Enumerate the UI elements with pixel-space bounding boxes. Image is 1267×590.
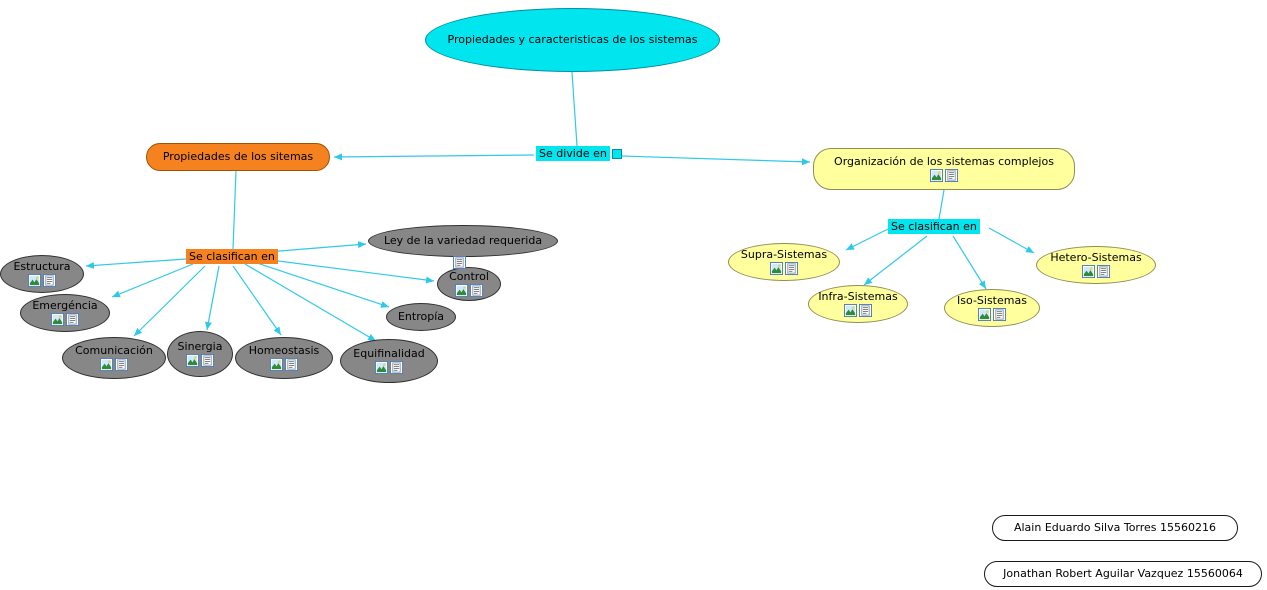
image-icon[interactable] (28, 274, 41, 287)
edge-rlink-iso (952, 235, 987, 290)
concept-label: Sinergia (177, 339, 223, 353)
edge-rlink-supra (845, 228, 889, 251)
resource-icons (930, 169, 958, 182)
concept-label: Hetero-Sistemas (1050, 250, 1142, 264)
image-icon[interactable] (455, 284, 468, 297)
resource-icons (844, 304, 872, 317)
resource-icons (51, 313, 79, 326)
link-divide[interactable]: Se divide en (536, 146, 622, 162)
concept-hetero-sistemas[interactable]: Hetero-Sistemas (1036, 246, 1156, 284)
resource-icons (270, 358, 298, 371)
concept-entropia[interactable]: Entropía (386, 303, 456, 331)
author-label: Jonathan Robert Aguilar Vazquez 15560064 (1003, 566, 1243, 580)
image-icon[interactable] (930, 169, 943, 182)
link-label: Se divide en (536, 146, 610, 162)
image-icon[interactable] (51, 313, 64, 326)
concept-label: Ley de la variedad requerida (383, 233, 543, 247)
edge-divide-left-root (333, 153, 535, 161)
edge-link-homeostasis (232, 265, 282, 336)
edge-left-root-link (232, 170, 237, 250)
document-icon[interactable] (785, 262, 798, 275)
resource-icons (100, 358, 128, 371)
concept-label: Organización de los sistemas complejos (834, 154, 1054, 168)
concept-root[interactable]: Propiedades y caracteristicas de los sis… (425, 8, 720, 72)
author-label: Alain Eduardo Silva Torres 15560216 (1013, 520, 1217, 534)
document-icon[interactable] (470, 284, 483, 297)
concept-label: Infra-Sistemas (818, 289, 898, 303)
concept-sinergia[interactable]: Sinergia (167, 331, 233, 377)
concept-equifinalidad[interactable]: Equifinalidad (340, 339, 438, 383)
image-icon[interactable] (375, 361, 388, 374)
link-left-classify[interactable]: Se clasifican en (186, 249, 278, 265)
link-right-classify[interactable]: Se clasifican en (888, 219, 980, 235)
document-icon[interactable] (285, 358, 298, 371)
concept-emergencia[interactable]: Emergéncia (20, 294, 110, 332)
image-icon[interactable] (1082, 265, 1095, 278)
concept-infra-sistemas[interactable]: Infra-Sistemas (808, 285, 908, 323)
resource-icons (1082, 265, 1110, 278)
edge-link-comunicacion (133, 265, 206, 337)
edge-link-entropia (250, 260, 390, 308)
edge-rlink-infra (863, 235, 928, 286)
document-icon[interactable] (43, 274, 56, 287)
concept-label: Supra-Sistemas (740, 247, 828, 261)
concept-ley-variedad[interactable]: Ley de la variedad requerida (368, 225, 558, 257)
document-icon[interactable] (945, 169, 958, 182)
document-icon[interactable] (390, 361, 403, 374)
document-icon[interactable] (993, 308, 1006, 321)
link-label: Se clasifican en (186, 249, 278, 265)
document-icon[interactable] (66, 313, 79, 326)
resource-icons (455, 284, 483, 297)
edge-rlink-hetero (988, 227, 1035, 254)
concept-label: Emergéncia (32, 298, 98, 312)
edge-right-root-link (938, 189, 945, 220)
edge-link-equifinalidad (244, 263, 377, 342)
concept-label: Estructura (13, 259, 71, 273)
concept-label: Homeostasis (248, 343, 320, 357)
resource-icons (978, 308, 1006, 321)
concept-estructura[interactable]: Estructura (0, 255, 84, 293)
image-icon[interactable] (844, 304, 857, 317)
concept-label: Iso-Sistemas (957, 293, 1027, 307)
link-label: Se clasifican en (888, 219, 980, 235)
concept-propiedades[interactable]: Propiedades de los sitemas (146, 143, 330, 171)
image-icon[interactable] (770, 262, 783, 275)
image-icon[interactable] (978, 308, 991, 321)
document-icon[interactable] (201, 354, 214, 367)
author-box-1[interactable]: Alain Eduardo Silva Torres 15560216 (992, 515, 1238, 541)
concept-iso-sistemas[interactable]: Iso-Sistemas (944, 289, 1040, 327)
document-icon[interactable] (1097, 265, 1110, 278)
edge-link-sinergia (205, 265, 220, 331)
edge-root-divide (571, 71, 578, 147)
concept-homeostasis[interactable]: Homeostasis (235, 337, 333, 379)
edge-link-estructura (85, 258, 187, 269)
concept-label: Propiedades y caracteristicas de los sis… (447, 32, 698, 46)
concept-comunicacion[interactable]: Comunicación (62, 337, 166, 379)
concept-label: Propiedades de los sitemas (162, 149, 314, 163)
concept-label: Entropía (397, 309, 445, 323)
document-icon[interactable] (453, 256, 466, 269)
resource-icons (770, 262, 798, 275)
image-icon[interactable] (186, 354, 199, 367)
edge-divide-right-root (621, 155, 811, 166)
concept-organizacion[interactable]: Organización de los sistemas complejos (813, 148, 1075, 190)
edge-link-control (254, 257, 435, 284)
image-icon[interactable] (100, 358, 113, 371)
document-icon[interactable] (859, 304, 872, 317)
concept-supra-sistemas[interactable]: Supra-Sistemas (728, 243, 840, 281)
document-icon[interactable] (115, 358, 128, 371)
resource-icons (375, 361, 403, 374)
resource-icons (28, 274, 56, 287)
resource-icons (186, 354, 214, 367)
collapse-handle-icon[interactable] (611, 148, 622, 159)
concept-label: Comunicación (75, 343, 153, 357)
concept-label: Equifinalidad (353, 346, 425, 360)
image-icon[interactable] (270, 358, 283, 371)
author-box-2[interactable]: Jonathan Robert Aguilar Vazquez 15560064 (984, 561, 1262, 587)
edge-link-emergencia (111, 263, 194, 298)
concept-label: Control (449, 269, 489, 283)
concept-control[interactable]: Control (437, 267, 501, 301)
